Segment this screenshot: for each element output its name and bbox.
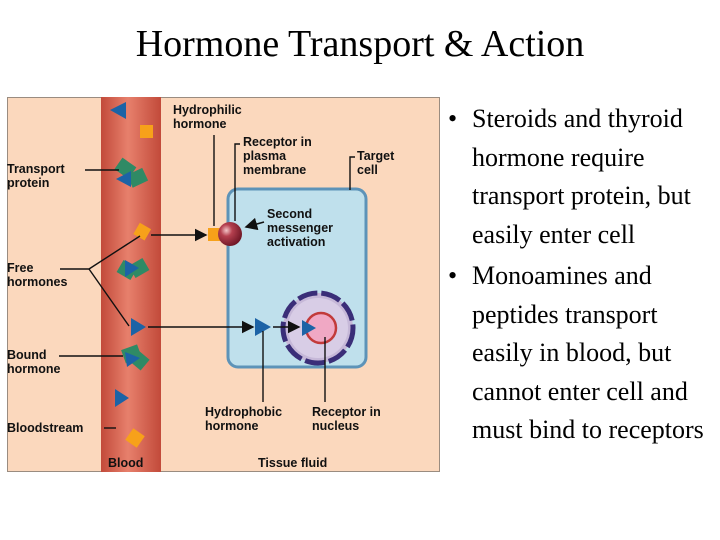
hydrophobic-hormone-triangle-icon — [302, 320, 316, 336]
membrane-receptor-icon — [218, 222, 242, 246]
label-bound-hormone: Bound hormone — [7, 348, 61, 376]
label-tissue-fluid: Tissue fluid — [258, 456, 327, 470]
label-hydrophilic-hormone: Hydrophilic hormone — [173, 103, 245, 131]
label-free-hormones: Free hormones — [7, 261, 67, 289]
label-target-cell: Target cell — [357, 149, 398, 177]
label-receptor-nucleus: Receptor in nucleus — [312, 405, 384, 433]
leader-target-cell — [349, 156, 355, 190]
bullet-list: Steroids and thyroid hormone require tra… — [446, 100, 716, 453]
hydrophobic-hormone-triangle-icon — [110, 102, 126, 119]
label-receptor-membrane: Receptor in plasma membrane — [243, 135, 315, 177]
slide-title: Hormone Transport & Action — [135, 23, 585, 65]
hydrophilic-hormone-square-icon — [140, 125, 153, 138]
label-bloodstream: Bloodstream — [7, 421, 83, 435]
leader-receptor-membrane — [234, 143, 240, 221]
label-second-messenger: Second messenger activation — [267, 207, 337, 249]
leader-free-hormones-2 — [88, 268, 130, 327]
hydrophilic-hormone-square-icon — [125, 428, 145, 448]
bullet-item: Steroids and thyroid hormone require tra… — [446, 100, 716, 254]
hydrophilic-hormone-square-icon — [133, 222, 152, 241]
nucleus-icon — [280, 290, 356, 366]
hydrophobic-hormone-triangle-icon — [131, 318, 146, 336]
label-hydrophobic-hormone: Hydrophobic hormone — [205, 405, 286, 433]
bullet-item: Monoamines and peptides transport easily… — [446, 257, 716, 450]
label-blood: Blood — [108, 456, 143, 470]
transport-protein-icon — [121, 344, 150, 371]
hydrophilic-hormone-square-icon — [208, 228, 221, 241]
hydrophobic-hormone-triangle-icon — [115, 389, 129, 407]
transport-protein-icon — [114, 157, 149, 188]
hormone-transport-diagram: Hydrophilic hormone Receptor in plasma m… — [7, 97, 440, 472]
label-transport-protein: Transport protein — [7, 162, 68, 190]
transport-protein-icon — [116, 257, 150, 281]
arrow-second-messenger — [244, 217, 265, 231]
blood-vessel — [101, 97, 161, 472]
hydrophobic-hormone-triangle-icon — [255, 318, 271, 336]
